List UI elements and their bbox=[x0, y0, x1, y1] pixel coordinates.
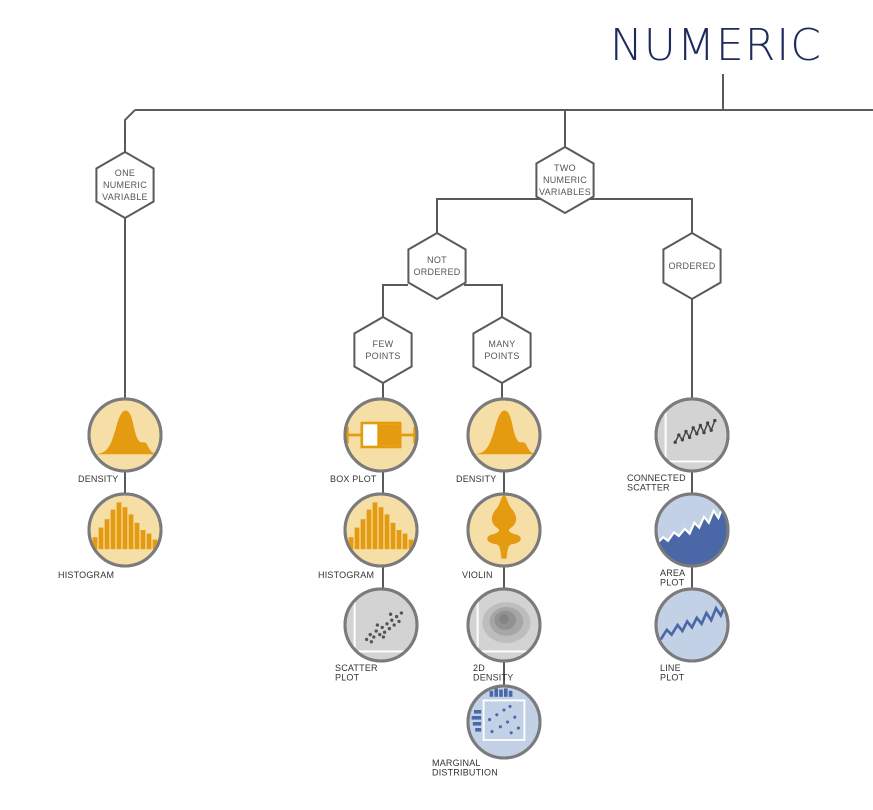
leaf-label-line: LINE bbox=[660, 663, 681, 673]
leaf-label-line: MARGINAL bbox=[432, 758, 481, 768]
hexagon-shape bbox=[472, 315, 532, 385]
node-label-line: POINTS bbox=[365, 351, 400, 361]
node-many-points: MANY POINTS bbox=[472, 315, 532, 385]
node-label-line: NUMERIC bbox=[103, 180, 147, 190]
leaf-one-histogram: HISTOGRAM bbox=[58, 492, 163, 580]
leaf-few-histogram: HISTOGRAM bbox=[318, 492, 419, 580]
node-label-line: ORDERED bbox=[413, 267, 460, 277]
node-label-line: ORDERED bbox=[668, 261, 715, 271]
leaf-label-line: DENSITY bbox=[473, 673, 513, 683]
tree-link bbox=[589, 198, 693, 233]
leaf-label-line: DENSITY bbox=[456, 474, 496, 484]
node-label-line: POINTS bbox=[484, 351, 519, 361]
leaf-one-density: DENSITY bbox=[78, 397, 163, 484]
leaf-many-density: DENSITY bbox=[456, 397, 542, 484]
tree-link bbox=[382, 284, 408, 320]
leaf-few-boxplot: BOX PLOT bbox=[330, 397, 419, 484]
leaf-label-line: PLOT bbox=[335, 673, 360, 683]
tree-link bbox=[464, 284, 503, 320]
leaf-label-line: DISTRIBUTION bbox=[432, 768, 498, 778]
leaf-label-line: SCATTER bbox=[335, 663, 378, 673]
hexagon-shape bbox=[535, 145, 595, 215]
node-label-line: TWO bbox=[554, 163, 576, 173]
leaf-label-line: DENSITY bbox=[78, 474, 118, 484]
node-label-line: ONE bbox=[115, 168, 135, 178]
node-label-line: NOT bbox=[427, 255, 447, 265]
node-few-points: FEW POINTS bbox=[353, 315, 413, 385]
node-label-line: VARIABLE bbox=[102, 192, 148, 202]
hexagon-shape bbox=[407, 231, 467, 301]
node-not-ordered: NOT ORDERED bbox=[407, 231, 467, 301]
tree-link bbox=[436, 198, 541, 240]
leaf-label-line: PLOT bbox=[660, 578, 685, 588]
tree-link bbox=[124, 109, 136, 158]
leaf-label-line: AREA bbox=[660, 568, 685, 578]
hexagon-shape bbox=[95, 150, 155, 220]
category-nodes: ONE NUMERIC VARIABLE TWO NUMERIC VARIABLES NOT… bbox=[95, 145, 722, 385]
leaf-label-line: CONNECTED bbox=[627, 473, 686, 483]
node-ordered: ORDERED bbox=[662, 231, 722, 301]
chart-type-leaves: DENSITY HISTOGRAM BOX PLOT HISTOGRAM SCATTER… bbox=[58, 397, 730, 778]
leaf-label-line: VIOLIN bbox=[462, 570, 493, 580]
hexagon-shape bbox=[662, 231, 722, 301]
leaf-label-line: HISTOGRAM bbox=[318, 570, 374, 580]
node-label-line: NUMERIC bbox=[543, 175, 587, 185]
leaf-label-line: PLOT bbox=[660, 673, 685, 683]
node-label-line: VARIABLES bbox=[539, 187, 591, 197]
page-title: NUMERIC bbox=[610, 20, 822, 71]
node-label-line: FEW bbox=[373, 339, 394, 349]
node-label-line: MANY bbox=[488, 339, 515, 349]
leaf-label-line: SCATTER bbox=[627, 483, 670, 493]
leaf-label-line: HISTOGRAM bbox=[58, 570, 114, 580]
node-two-numeric-variables: TWO NUMERIC VARIABLES bbox=[535, 145, 595, 215]
node-one-numeric-variable: ONE NUMERIC VARIABLE bbox=[95, 150, 155, 220]
leaf-many-violin: VIOLIN bbox=[462, 492, 542, 580]
leaf-label-line: BOX PLOT bbox=[330, 474, 377, 484]
hexagon-shape bbox=[353, 315, 413, 385]
leaf-label-line: 2D bbox=[473, 663, 485, 673]
